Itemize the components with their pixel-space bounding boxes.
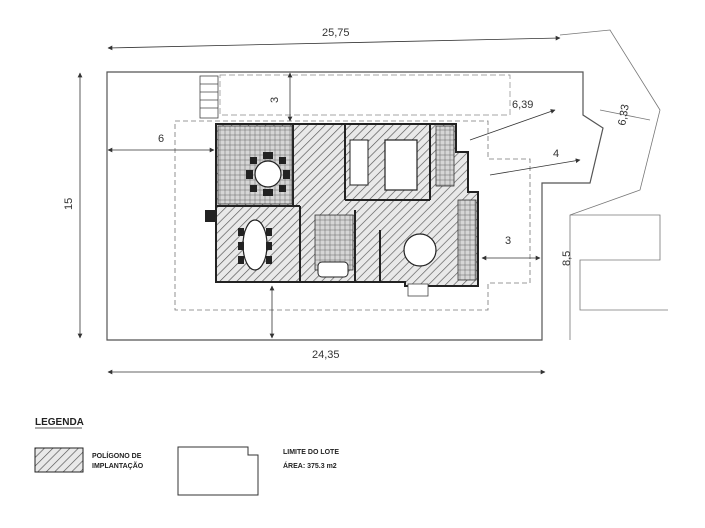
dim-left-height: 15 xyxy=(63,198,75,210)
driveway-dashed xyxy=(219,74,511,116)
dim-diag-b: 6,33 xyxy=(616,103,632,126)
bed xyxy=(384,139,418,191)
dim-setback-right: 3 xyxy=(505,235,511,247)
legend-polygon-label-2: IMPLANTAÇÃO xyxy=(92,461,144,470)
legend-lot-swatch xyxy=(177,446,259,496)
neighbour-lots xyxy=(559,29,668,340)
dim-diag-a: 6,39 xyxy=(512,99,533,111)
dim-diag-d: 8,5 xyxy=(561,251,573,266)
tiled-strip xyxy=(435,125,455,187)
lot-boundary xyxy=(106,71,604,341)
sofa xyxy=(349,139,369,186)
dim-top-width: 25,75 xyxy=(322,27,350,39)
legend-hatch-swatch xyxy=(34,447,84,473)
legend-limit-label: LIMITE DO LOTE xyxy=(283,449,339,456)
dim-bottom-width: 24,35 xyxy=(312,349,340,361)
tiled-kitchen xyxy=(217,125,293,205)
legend-title: LEGENDA xyxy=(35,417,84,428)
entry-stairs xyxy=(199,75,429,297)
interior-walls xyxy=(216,124,431,282)
long-dining-table xyxy=(238,219,272,271)
legend-area-label: ÁREA: 375.3 m2 xyxy=(283,461,337,470)
dimension-lines xyxy=(77,35,581,375)
dim-setback-top: 3 xyxy=(269,97,281,103)
legend-polygon-label-1: POLÍGONO DE xyxy=(92,451,142,460)
round-dining-table xyxy=(246,152,290,196)
dim-setback-left: 6 xyxy=(158,133,164,145)
tiled-corridor xyxy=(457,199,477,281)
round-table xyxy=(403,233,437,267)
dim-diag-c: 4 xyxy=(553,148,559,160)
setback-line xyxy=(174,120,531,311)
chimney xyxy=(205,210,217,222)
bathtub xyxy=(317,261,349,278)
